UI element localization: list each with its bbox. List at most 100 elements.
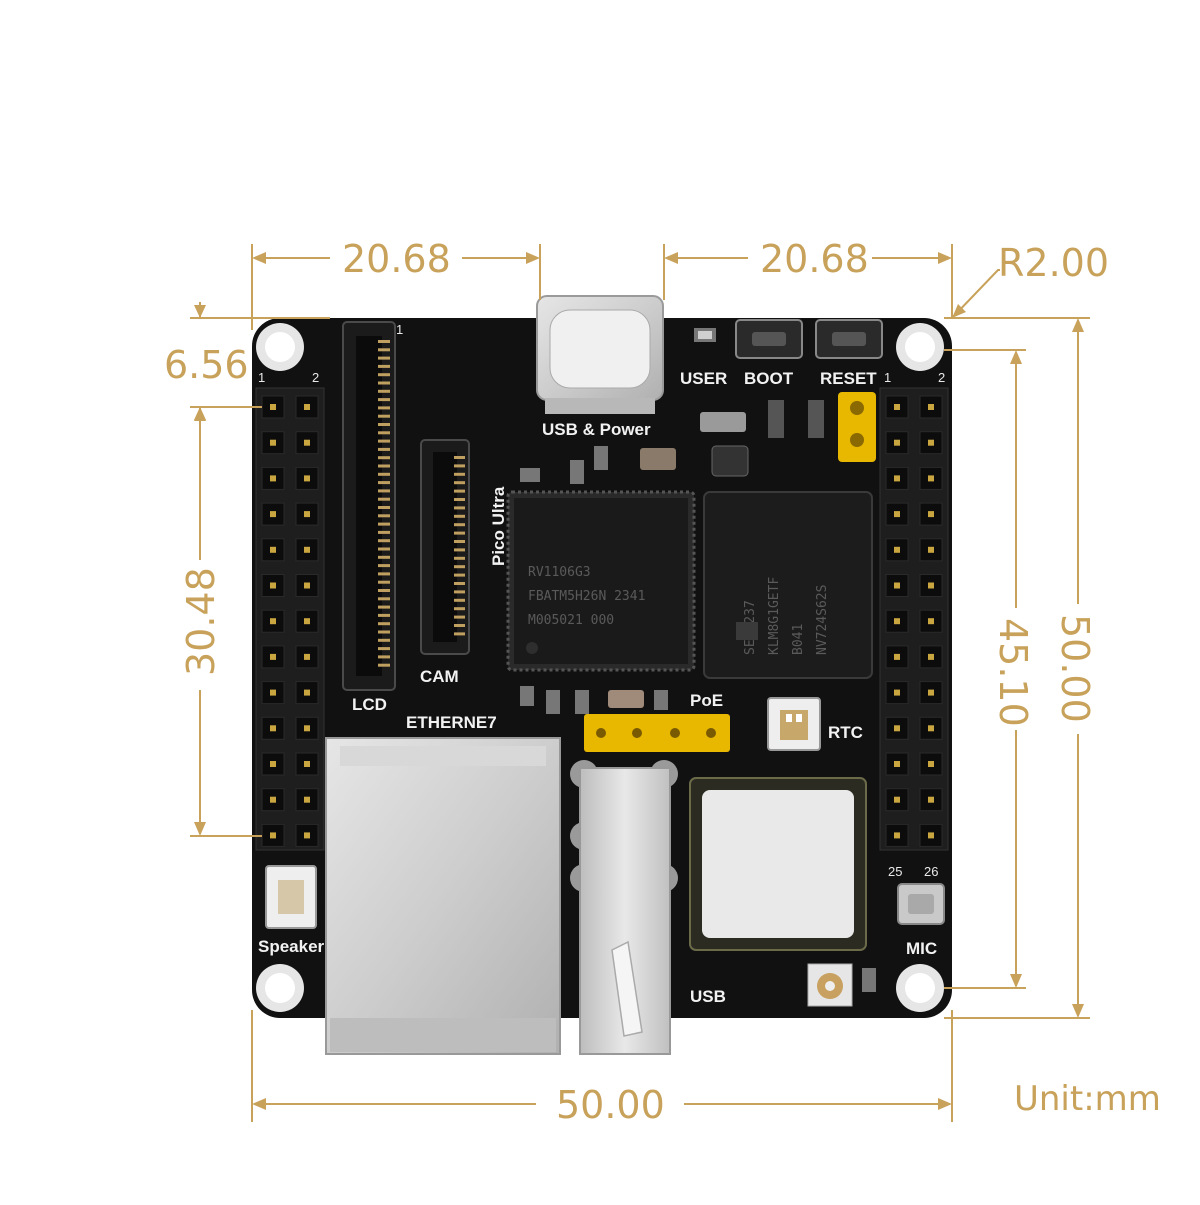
dim-board-width: 50.00 xyxy=(556,1083,665,1127)
fpc-pin xyxy=(378,564,390,568)
fpc-pin xyxy=(454,573,465,577)
dim-header-span: 30.48 xyxy=(179,567,223,676)
rtc-label: RTC xyxy=(828,723,863,742)
fpc-pin xyxy=(378,464,390,468)
fpc-pin xyxy=(378,489,390,493)
fpc-pin xyxy=(454,540,465,543)
fpc-pin xyxy=(454,489,465,493)
rtc-connector xyxy=(767,697,821,751)
dimension-labels: 20.68 20.68 R2.00 6.56 30.48 45.10 50.00… xyxy=(164,237,1161,1127)
fpc-pin xyxy=(378,389,390,393)
left-pin-header xyxy=(255,387,325,851)
fpc-pin xyxy=(454,498,465,501)
fpc-pin xyxy=(378,364,390,368)
fpc-pin xyxy=(378,439,390,443)
silkscreen-labels: USB & Power USER BOOT RESET LCD CAM ETHE… xyxy=(258,322,945,1006)
fpc-pin xyxy=(378,456,390,460)
ethernet-label: ETHERNE7 xyxy=(406,713,497,732)
dim-top-right: 20.68 xyxy=(760,237,869,281)
fpc-pin xyxy=(378,655,390,659)
dim-hole-span: 45.10 xyxy=(991,618,1035,727)
fpc-pin xyxy=(378,580,390,584)
soc-line-1: RV1106G3 xyxy=(528,565,591,580)
dim-header-offset: 6.56 xyxy=(164,343,249,387)
fpc-pin xyxy=(454,456,465,459)
fpc-pin xyxy=(378,414,390,418)
fpc-pin xyxy=(378,547,390,551)
fpc-pin xyxy=(378,597,390,601)
fpc-pin xyxy=(378,630,390,634)
right-pin-header xyxy=(879,387,949,851)
antenna-connector xyxy=(807,963,876,1007)
boot-button[interactable] xyxy=(735,319,803,359)
soc-line-3: M005021 000 xyxy=(528,613,614,628)
right-pin-26: 26 xyxy=(924,864,938,879)
fpc-pin xyxy=(378,605,390,609)
mem-line-3: B041 xyxy=(791,624,806,655)
mem-line-2: KLM8G1GETF xyxy=(767,577,782,655)
cam-label: CAM xyxy=(420,667,459,686)
fpc-pin xyxy=(378,398,390,402)
fpc-pin xyxy=(454,598,465,602)
fpc-pin xyxy=(454,464,465,468)
soc-line-2: FBATM5H26N 2341 xyxy=(528,589,645,604)
fpc-pin xyxy=(378,622,390,626)
mounting-holes xyxy=(256,323,944,1012)
usb-label: USB xyxy=(690,987,726,1006)
fpc-pin xyxy=(454,556,465,560)
dim-top-left: 20.68 xyxy=(342,237,451,281)
fpc-pin xyxy=(378,663,390,667)
fpc-pin xyxy=(454,548,465,552)
cam-connector xyxy=(420,439,470,655)
right-pin-1: 1 xyxy=(884,370,891,385)
fpc-pin xyxy=(454,590,465,594)
lcd-label: LCD xyxy=(352,695,387,714)
fpc-pin xyxy=(378,497,390,501)
fpc-pin xyxy=(454,632,465,636)
fpc-pin xyxy=(454,565,465,569)
lcd-connector xyxy=(342,321,396,691)
left-pin-2: 2 xyxy=(312,370,319,385)
mic-label: MIC xyxy=(906,939,937,958)
usb-a-port xyxy=(570,760,678,1055)
fpc-pin xyxy=(378,638,390,642)
fpc-pin xyxy=(454,607,465,611)
fpc-pin xyxy=(378,481,390,485)
smd-components xyxy=(520,400,824,714)
soc-chip: RV1106G3 FBATM5H26N 2341 M005021 000 xyxy=(506,490,696,672)
mem-line-4: NV724S62S xyxy=(815,585,830,655)
reset-button[interactable] xyxy=(815,319,883,359)
gold-jumper xyxy=(838,392,876,462)
fpc-pin xyxy=(378,522,390,526)
fpc-pin xyxy=(454,523,465,527)
board-name: Pico Ultra xyxy=(489,486,508,566)
right-pin-25: 25 xyxy=(888,864,902,879)
fpc-pin xyxy=(378,514,390,518)
fpc-pin xyxy=(378,431,390,435)
wifi-module xyxy=(689,777,867,951)
fpc-pin xyxy=(378,447,390,451)
fpc-pin xyxy=(378,589,390,592)
speaker-connector xyxy=(265,865,317,929)
fpc-pin xyxy=(378,423,390,426)
fpc-pin xyxy=(378,539,390,543)
user-led xyxy=(694,328,716,342)
fpc-pin xyxy=(378,356,390,360)
fpc-pin xyxy=(378,506,390,509)
fpc-pin xyxy=(378,555,390,559)
boot-label: BOOT xyxy=(744,369,794,388)
fpc-pin xyxy=(378,613,390,617)
fpc-pin xyxy=(378,381,390,385)
fpc-pin xyxy=(378,647,390,651)
fpc-pin xyxy=(454,582,465,585)
user-label: USER xyxy=(680,369,727,388)
fpc-pin xyxy=(454,514,465,518)
reset-label: RESET xyxy=(820,369,877,388)
fpc-pin xyxy=(378,572,390,576)
fpc-pin xyxy=(378,340,390,343)
fpc-pin xyxy=(378,348,390,352)
memory-chip: SEC 237 KLM8G1GETF B041 NV724S62S xyxy=(703,491,873,679)
unit-label: Unit:mm xyxy=(1014,1079,1161,1119)
